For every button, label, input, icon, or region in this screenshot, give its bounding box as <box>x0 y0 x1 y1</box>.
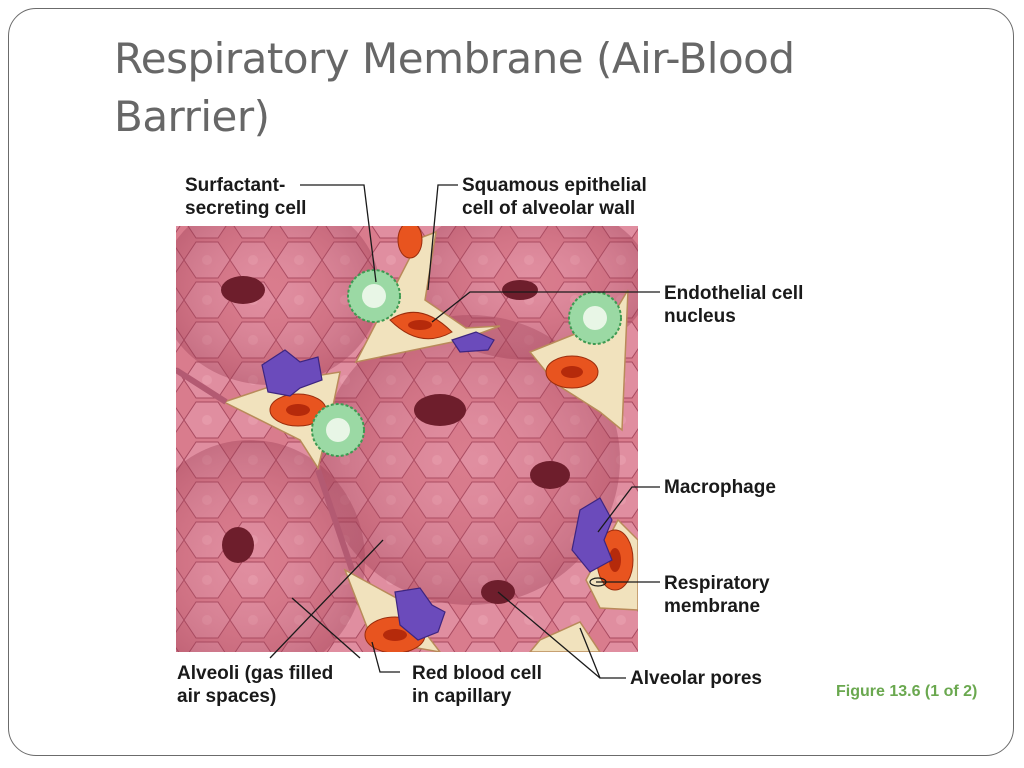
leader-lines <box>269 184 660 679</box>
label-alveoli-line1: Alveoli (gas filled <box>177 663 334 684</box>
septa <box>176 367 355 571</box>
alveolus-upper-left <box>176 226 380 385</box>
label-alveoli-line2: air spaces) <box>177 686 277 707</box>
label-rbc-line1: Red blood cell <box>412 663 542 684</box>
label-macrophage: Macrophage <box>664 477 776 498</box>
label-surfactant-line2: secreting cell <box>185 198 307 219</box>
label-endothelial-nucleus: Endothelial cell nucleus <box>664 282 803 328</box>
title-line-1: Respiratory Membrane (Air-Blood <box>114 34 795 83</box>
surfactant-nuclei <box>326 284 607 442</box>
label-squamous-cell: Squamous epithelial cell of alveolar wal… <box>462 174 647 220</box>
slide-title: Respiratory Membrane (Air-Blood Barrier) <box>114 30 914 146</box>
label-rbc-line2: in capillary <box>412 686 512 707</box>
figure-caption: Figure 13.6 (1 of 2) <box>836 683 978 700</box>
label-red-blood-cell: Red blood cell in capillary <box>412 662 542 708</box>
slide-frame <box>8 8 1014 756</box>
alveolus-center <box>320 315 620 605</box>
title-line-2: Barrier) <box>114 92 270 141</box>
label-endothelial-line2: nucleus <box>664 306 736 327</box>
rbc-centers <box>286 320 621 641</box>
label-respiratory-membrane: Respiratory membrane <box>664 572 770 618</box>
label-surfactant-line1: Surfactant- <box>185 175 286 196</box>
label-squamous-line2: cell of alveolar wall <box>462 198 636 219</box>
label-alveolar-pores: Alveolar pores <box>630 668 762 689</box>
alveolar-pores <box>221 276 570 604</box>
label-respiratory-line2: membrane <box>664 596 761 617</box>
label-alveoli: Alveoli (gas filled air spaces) <box>177 662 333 708</box>
alveolus-lower-left <box>176 440 365 652</box>
respiratory-membrane-marker <box>589 577 607 587</box>
label-endothelial-line1: Endothelial cell <box>664 283 804 304</box>
label-surfactant-cell: Surfactant- secreting cell <box>185 174 306 220</box>
label-respiratory-line1: Respiratory <box>664 573 770 594</box>
label-squamous-line1: Squamous epithelial <box>462 175 647 196</box>
macrophages <box>261 331 613 641</box>
